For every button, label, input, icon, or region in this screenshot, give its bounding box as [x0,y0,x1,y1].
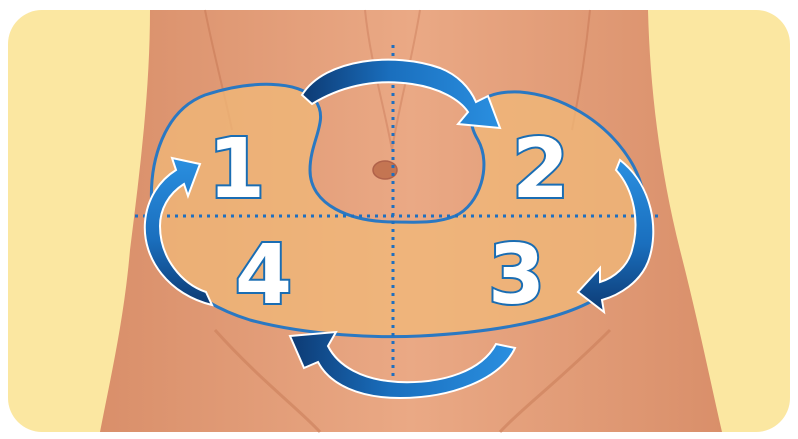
quadrant-label-4: 4 [235,228,292,323]
navel [373,161,397,179]
quadrant-label-3: 3 [488,228,545,323]
quadrant-label-1: 1 [208,122,265,217]
quadrant-label-2: 2 [512,122,569,217]
